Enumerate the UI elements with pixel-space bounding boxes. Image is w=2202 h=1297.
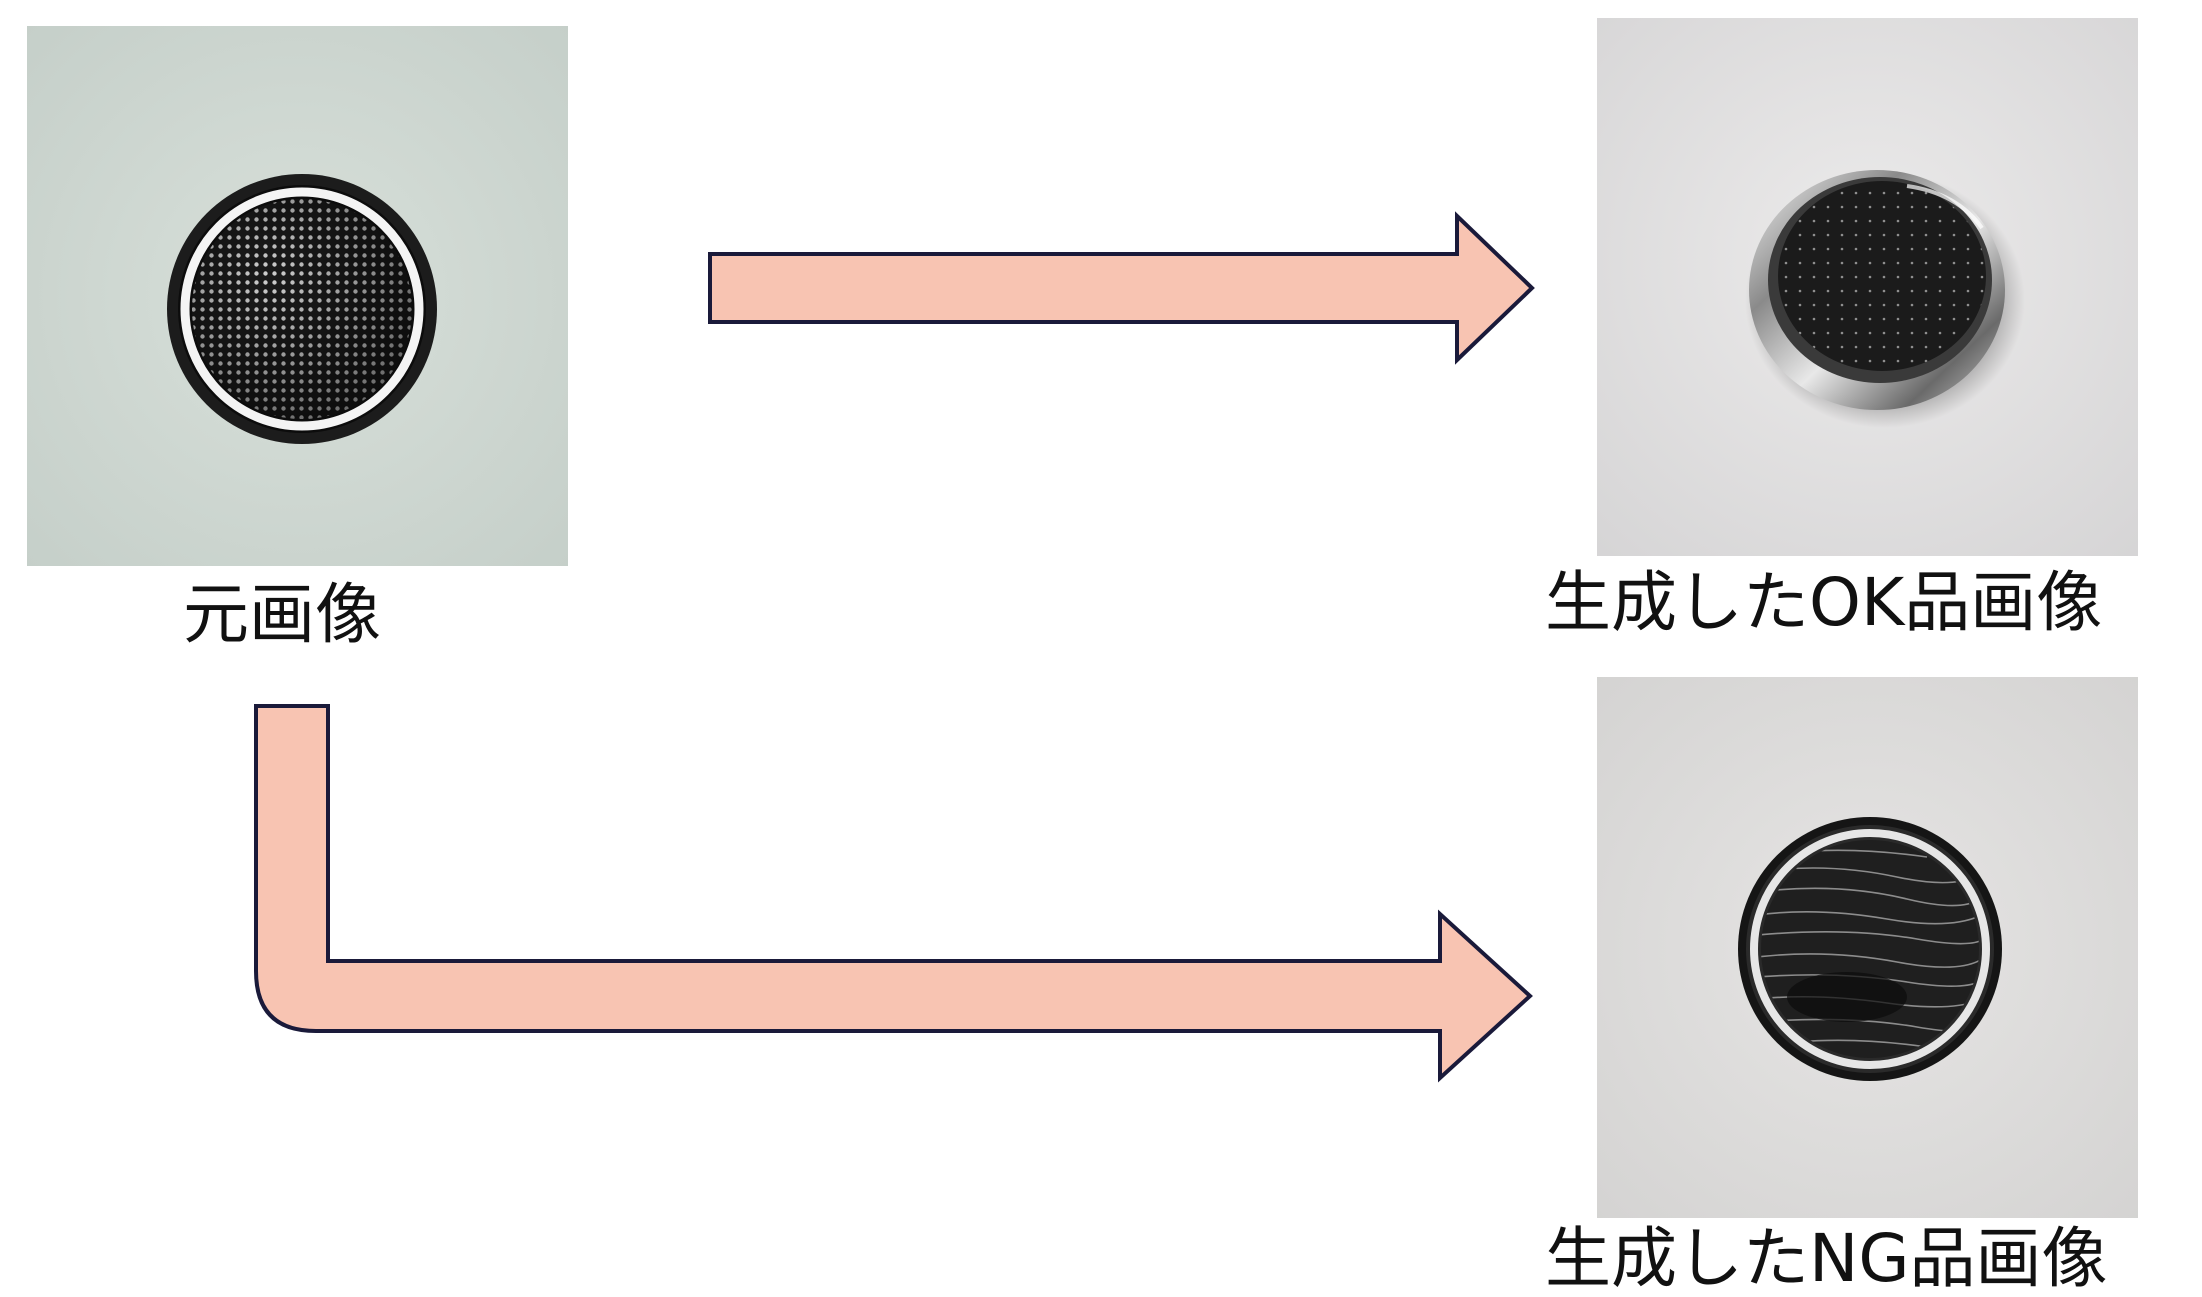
source-caption: 元画像 bbox=[183, 576, 381, 653]
arrow-to-ng bbox=[254, 704, 1533, 1083]
ng-image bbox=[1597, 677, 2138, 1218]
source-image bbox=[27, 26, 568, 566]
arrow-to-ok bbox=[708, 211, 1535, 365]
ok-image bbox=[1597, 18, 2138, 556]
ok-caption: 生成したOK品画像 bbox=[1545, 564, 2103, 641]
